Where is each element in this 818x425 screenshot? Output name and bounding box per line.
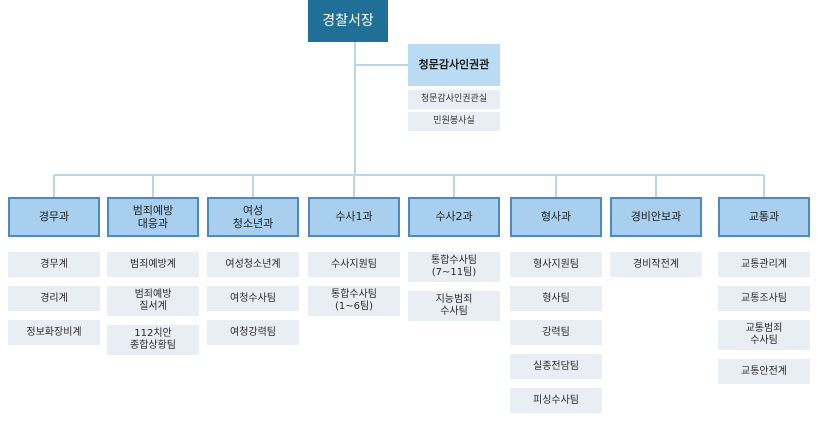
connector-dept-drop <box>655 175 657 197</box>
team-box: 피싱수사팀 <box>510 388 602 413</box>
chief-box: 경찰서장 <box>308 0 388 42</box>
team-box: 112치안 종합상황팀 <box>107 325 199 355</box>
department-box: 경무과 <box>8 197 100 237</box>
team-box: 여청수사팀 <box>207 286 299 311</box>
team-box: 범죄예방 질서계 <box>107 286 199 316</box>
connector-dept-drop <box>763 175 765 197</box>
team-box: 통합수사팀 (1~6팀) <box>308 286 400 316</box>
team-box: 정보화장비계 <box>8 320 100 345</box>
department-box: 수사1과 <box>308 197 400 237</box>
connector-dept-drop <box>555 175 557 197</box>
department-box: 범죄예방 대응과 <box>107 197 199 237</box>
team-box: 교통조사팀 <box>718 286 810 311</box>
team-box: 형사팀 <box>510 286 602 311</box>
department-box: 경비안보과 <box>610 197 702 237</box>
team-box: 여청강력팀 <box>207 320 299 345</box>
connector-inspector <box>354 64 408 66</box>
team-box: 강력팀 <box>510 320 602 345</box>
team-box: 교통관리계 <box>718 252 810 277</box>
department-box: 여성 청소년과 <box>207 197 299 237</box>
team-box: 교통범죄 수사팀 <box>718 320 810 350</box>
department-box: 수사2과 <box>408 197 500 237</box>
inspector-subunit: 민원봉사실 <box>408 112 500 131</box>
team-box: 통합수사팀 (7~11팀) <box>408 252 500 282</box>
department-box: 교통과 <box>718 197 810 237</box>
team-box: 실종전담팀 <box>510 354 602 379</box>
connector-dept-drop <box>353 175 355 197</box>
team-box: 경리계 <box>8 286 100 311</box>
connector-dept-drop <box>152 175 154 197</box>
department-box: 형사과 <box>510 197 602 237</box>
team-box: 지능범죄 수사팀 <box>408 291 500 321</box>
inspector-box: 청문감사인권관 <box>408 44 500 86</box>
team-box: 형사지원팀 <box>510 252 602 277</box>
team-box: 경비작전계 <box>610 252 702 277</box>
connector-dept-drop <box>53 175 55 197</box>
connector-dept-drop <box>453 175 455 197</box>
team-box: 교통안전계 <box>718 359 810 384</box>
connector-chief-down <box>354 42 356 175</box>
connector-dept-drop <box>252 175 254 197</box>
connector-horizontal-bus <box>54 174 764 176</box>
team-box: 경무계 <box>8 252 100 277</box>
inspector-subunit: 청문감사인권관실 <box>408 90 500 109</box>
team-box: 수사지원팀 <box>308 252 400 277</box>
team-box: 범죄예방계 <box>107 252 199 277</box>
team-box: 여성청소년계 <box>207 252 299 277</box>
